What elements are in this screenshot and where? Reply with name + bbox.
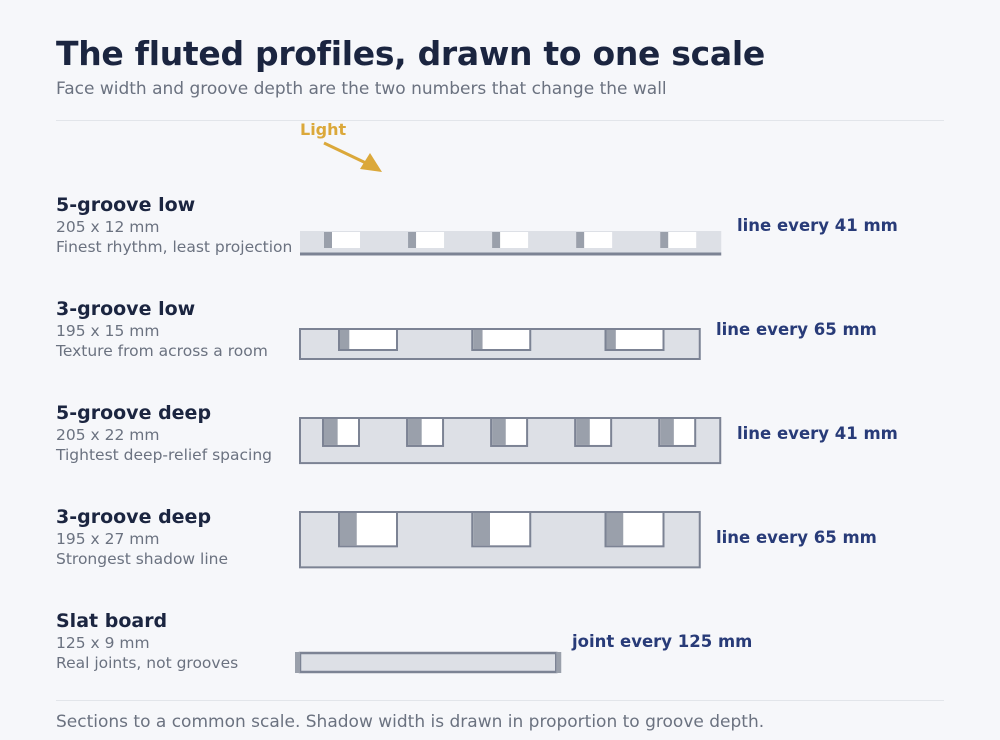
light-direction-arrow-icon	[323, 141, 382, 172]
profile-pitch-label: line every 41 mm	[737, 216, 898, 235]
groove-shadow	[408, 232, 417, 248]
groove-shadow	[408, 419, 422, 445]
profile-note: Real joints, not grooves	[56, 654, 239, 672]
groove	[576, 232, 613, 248]
profile-note: Tightest deep-relief spacing	[56, 446, 273, 464]
groove-shadow	[324, 232, 332, 248]
profile-dimensions: 125 x 9 mm	[56, 634, 150, 652]
joint-shadow	[295, 652, 300, 673]
profile-name: Slat board	[56, 610, 168, 632]
profile-5-groove-low-section	[300, 231, 722, 256]
groove-shadow	[324, 419, 338, 445]
groove-shadow	[660, 419, 674, 445]
groove	[324, 232, 360, 248]
profile-name: 3-groove deep	[56, 506, 212, 528]
profile-pitch-label: line every 65 mm	[716, 528, 877, 547]
page-title: The fluted profiles, drawn to one scale	[56, 34, 765, 73]
header-divider	[56, 120, 944, 121]
profile-dimensions: 195 x 27 mm	[56, 530, 160, 548]
profile-5-groove-deep-section	[299, 417, 722, 465]
groove	[471, 328, 532, 351]
profile-note: Texture from across a room	[56, 342, 268, 360]
groove	[408, 232, 445, 248]
profile-name: 3-groove low	[56, 298, 196, 320]
profile-dimensions: 195 x 15 mm	[56, 322, 160, 340]
footer-divider	[56, 700, 944, 701]
profile-5-groove-low-label: 5-groove low 205 x 12 mm Finest rhythm, …	[56, 193, 292, 257]
groove-shadow	[340, 330, 350, 349]
groove-shadow	[606, 513, 624, 546]
groove	[338, 328, 398, 351]
groove-shadow	[492, 419, 506, 445]
profile-name: 5-groove low	[56, 194, 196, 216]
groove-shadow	[473, 513, 490, 546]
groove-shadow	[340, 513, 357, 546]
profile-dimensions: 205 x 12 mm	[56, 218, 160, 236]
profile-5-groove-deep-label: 5-groove deep 205 x 22 mm Tightest deep-…	[56, 401, 272, 465]
profile-pitch-label: line every 65 mm	[716, 320, 877, 339]
profile-3-groove-deep-section	[299, 511, 701, 569]
profile-3-groove-low-section	[299, 328, 701, 360]
groove	[660, 232, 697, 248]
joint-shadow	[556, 652, 562, 673]
groove-shadow	[660, 232, 669, 248]
profile-pitch-label: line every 41 mm	[737, 424, 898, 443]
profile-note: Strongest shadow line	[56, 550, 229, 568]
profile-3-groove-low-label: 3-groove low 195 x 15 mm Texture from ac…	[56, 297, 268, 361]
footer-note: Sections to a common scale. Shadow width…	[56, 712, 765, 732]
groove-shadow	[492, 232, 501, 248]
profile-slat-board-label: Slat board 125 x 9 mm Real joints, not g…	[56, 609, 238, 673]
profile-note: Finest rhythm, least projection	[56, 238, 293, 256]
groove-shadow	[473, 330, 483, 349]
groove	[604, 328, 665, 351]
page-subtitle: Face width and groove depth are the two …	[56, 79, 667, 99]
profile-dimensions: 205 x 22 mm	[56, 426, 160, 444]
profile-name: 5-groove deep	[56, 402, 212, 424]
groove-shadow	[576, 419, 590, 445]
groove-shadow	[606, 330, 616, 349]
light-label: Light	[300, 120, 347, 139]
profile-pitch-label: joint every 125 mm	[572, 632, 753, 651]
board-body	[298, 651, 558, 674]
profile-slat-board-section	[295, 651, 562, 674]
groove-shadow	[576, 232, 585, 248]
profile-3-groove-deep-label: 3-groove deep 195 x 27 mm Strongest shad…	[56, 505, 228, 569]
groove	[492, 232, 529, 248]
